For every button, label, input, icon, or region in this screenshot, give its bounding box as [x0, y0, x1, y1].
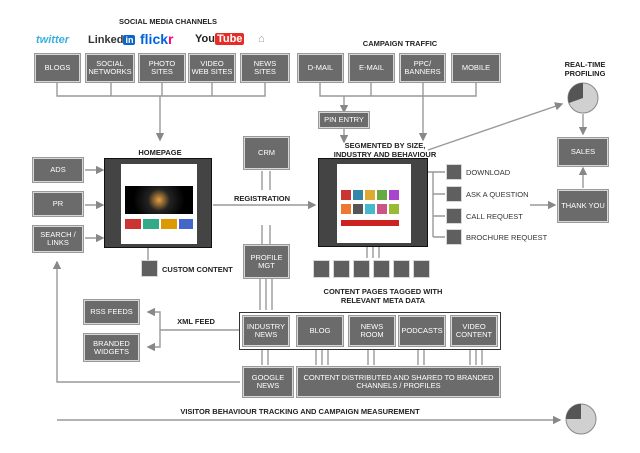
pie-slice	[566, 404, 581, 419]
flickr-text-a: flick	[140, 31, 169, 47]
flickr-text-b: r	[168, 31, 174, 47]
news-sites-box: NEWS SITES	[240, 53, 290, 83]
segmented-screenshot	[318, 158, 428, 247]
content-page-square	[393, 260, 410, 278]
social-networks-box: SOCIAL NETWORKS	[85, 53, 135, 83]
content-row-frame	[239, 312, 501, 350]
crm-box: CRM	[243, 136, 290, 170]
brochure-request-square	[446, 229, 462, 245]
d-mail-box: D-MAIL	[297, 53, 344, 83]
registration-label: REGISTRATION	[233, 194, 291, 203]
profile-mgt-box: PROFILE MGT	[243, 244, 290, 279]
video-content-box: VIDEO CONTENT	[450, 315, 498, 347]
linkedin-badge: in	[123, 35, 136, 45]
ads-box: ADS	[32, 157, 84, 183]
google-news-box: GOOGLE NEWS	[242, 366, 294, 398]
call-request-label: CALL REQUEST	[466, 212, 523, 221]
pr-box: PR	[32, 191, 84, 217]
ppc-banners-box: PPC/ BANNERS	[399, 53, 446, 83]
content-distributed-box: CONTENT DISTRIBUTED AND SHARED TO BRANDE…	[296, 366, 501, 398]
blog-box: BLOG	[296, 315, 344, 347]
rss-site-icon: ⌂	[258, 33, 265, 45]
content-page-square	[413, 260, 430, 278]
custom-content-label: CUSTOM CONTENT	[162, 265, 233, 274]
social-media-title: SOCIAL MEDIA CHANNELS	[119, 17, 217, 26]
content-page-square	[373, 260, 390, 278]
blogs-box: BLOGS	[34, 53, 81, 83]
content-page-square	[313, 260, 330, 278]
homepage-screenshot	[104, 158, 212, 248]
branded-widgets-box: BRANDED WIDGETS	[83, 333, 140, 362]
linkedin-text: Linked	[88, 34, 124, 46]
download-label: DOWNLOAD	[466, 168, 511, 177]
segmented-title: SEGMENTED BY SIZE, INDUSTRY AND BEHAVIOU…	[333, 141, 437, 159]
custom-content-square	[141, 260, 158, 277]
photo-sites-box: PHOTO SITES	[138, 53, 186, 83]
flickr-logo: flickr	[140, 31, 173, 47]
brochure-request-label: BROCHURE REQUEST	[466, 233, 548, 242]
industry-news-box: INDUSTRY NEWS	[242, 315, 290, 347]
youtube-text-a: You	[195, 33, 215, 45]
homepage-title: HOMEPAGE	[138, 148, 182, 157]
tracking-pie-chart	[565, 403, 597, 435]
video-web-sites-box: VIDEO WEB SITES	[188, 53, 236, 83]
download-square	[446, 164, 462, 180]
content-page-square	[333, 260, 350, 278]
sales-box: SALES	[557, 137, 609, 167]
xml-feed-label: XML FEED	[177, 317, 215, 326]
e-mail-box: E-MAIL	[348, 53, 395, 83]
rss-feeds-box: RSS FEEDS	[83, 299, 140, 325]
content-pages-label: CONTENT PAGES TAGGED WITH RELEVANT META …	[323, 287, 443, 305]
pin-entry-box: PIN ENTRY	[318, 111, 370, 129]
content-page-square	[353, 260, 370, 278]
tracking-label: VISITOR BEHAVIOUR TRACKING AND CAMPAIGN …	[180, 407, 420, 416]
ask-question-square	[446, 186, 462, 202]
news-room-box: NEWS ROOM	[348, 315, 396, 347]
mobile-box: MOBILE	[451, 53, 501, 83]
youtube-text-b: Tube	[214, 33, 245, 45]
podcasts-box: PODCASTS	[398, 315, 446, 347]
profiling-pie-chart	[567, 82, 599, 114]
ask-question-label: ASK A QUESTION	[466, 190, 529, 199]
campaign-traffic-title: CAMPAIGN TRAFFIC	[362, 39, 438, 48]
realtime-profiling-title: REAL-TIME PROFILING	[564, 60, 606, 78]
pie-slice	[568, 83, 583, 103]
twitter-logo: twitter	[36, 34, 69, 46]
call-request-square	[446, 208, 462, 224]
thank-you-box: THANK YOU	[557, 189, 609, 223]
search-links-box: SEARCH / LINKS	[32, 225, 84, 253]
